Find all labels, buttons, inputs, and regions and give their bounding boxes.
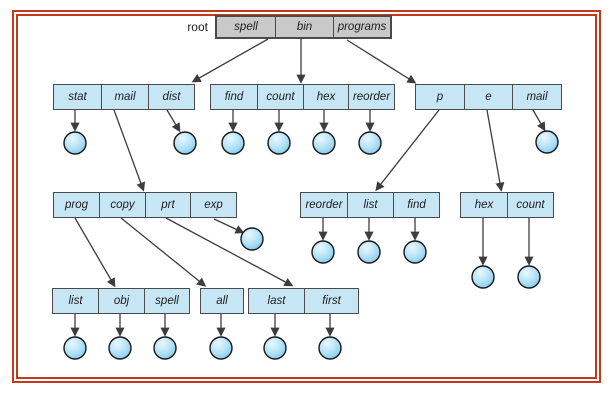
directory-cell-find: find [211,85,257,109]
directory-box-p-e-mail: p e mail [415,84,562,110]
directory-cell-label: list [363,199,378,211]
directory-box-prog-copy-prt-exp: prog copy prt exp [53,192,237,218]
directory-cell-count: count [257,85,303,109]
directory-cell-label: e [485,91,492,103]
directory-cell-prog: prog [54,193,99,217]
directory-cell-dist: dist [148,85,194,109]
directory-cell-all: all [201,289,243,313]
directory-cell-label: obj [113,295,130,307]
directory-cell-label: all [216,295,228,307]
directory-cell-label: mail [526,91,548,103]
directory-box-reorder-list-find: reorder list find [300,192,440,218]
directory-cell-label: p [436,91,444,103]
directory-cell-spell: spell [144,289,189,313]
directory-cell-obj: obj [98,289,144,313]
directory-cell-label: exp [204,199,223,211]
directory-cell-label: hex [316,91,336,103]
directory-cell-label: copy [110,199,135,211]
directory-cell-find: find [393,193,439,217]
directory-cell-mail: mail [512,85,561,109]
directory-cell-bin: bin [275,17,333,37]
directory-cell-hex: hex [303,85,348,109]
directory-cell-e: e [464,85,512,109]
directory-box-all: all [200,288,244,314]
directory-box-list-obj-spell: list obj spell [52,288,190,314]
directory-cell-list: list [347,193,393,217]
directory-cell-label: spell [234,21,258,33]
directory-cell-list: list [53,289,98,313]
directory-cell-stat: stat [54,85,101,109]
directory-cell-copy: copy [99,193,145,217]
directory-cell-label: find [407,199,426,211]
directory-cell-label: hex [474,199,494,211]
directory-cell-programs: programs [333,17,390,37]
directory-cell-label: last [267,295,286,307]
directory-cell-label: spell [155,295,179,307]
directory-cell-label: reorder [305,199,343,211]
directory-cell-first: first [304,289,358,313]
directory-box-stat-mail-dist: stat mail dist [53,84,195,110]
directory-cell-label: prt [161,199,175,211]
directory-cell-reorder: reorder [301,193,347,217]
directory-cell-hex: hex [461,193,507,217]
root-directory-label: root [187,20,208,34]
directory-cell-count: count [507,193,553,217]
directory-cell-label: mail [114,91,136,103]
directory-box-root: spell bin programs [215,15,392,39]
directory-cell-label: first [322,295,341,307]
directory-cell-reorder: reorder [348,85,394,109]
directory-cell-label: programs [337,21,387,33]
directory-cell-label: dist [162,91,181,103]
directory-cell-exp: exp [190,193,236,217]
directory-box-find-count-hex-reorder: find count hex reorder [210,84,395,110]
directory-cell-label: stat [68,91,87,103]
directory-cell-label: find [224,91,244,103]
directory-cell-label: bin [296,21,313,33]
directory-cell-p: p [416,85,464,109]
directory-cell-last: last [249,289,304,313]
directory-cell-label: list [68,295,83,307]
directory-box-last-first: last first [248,288,359,314]
directory-cell-label: count [516,199,545,211]
directory-cell-label: prog [64,199,89,211]
directory-cell-mail: mail [101,85,148,109]
directory-box-hex-count: hex count [460,192,554,218]
directory-cell-spell: spell [217,17,275,37]
directory-cell-label: count [266,91,295,103]
directory-cell-prt: prt [145,193,190,217]
directory-cell-label: reorder [352,91,391,103]
